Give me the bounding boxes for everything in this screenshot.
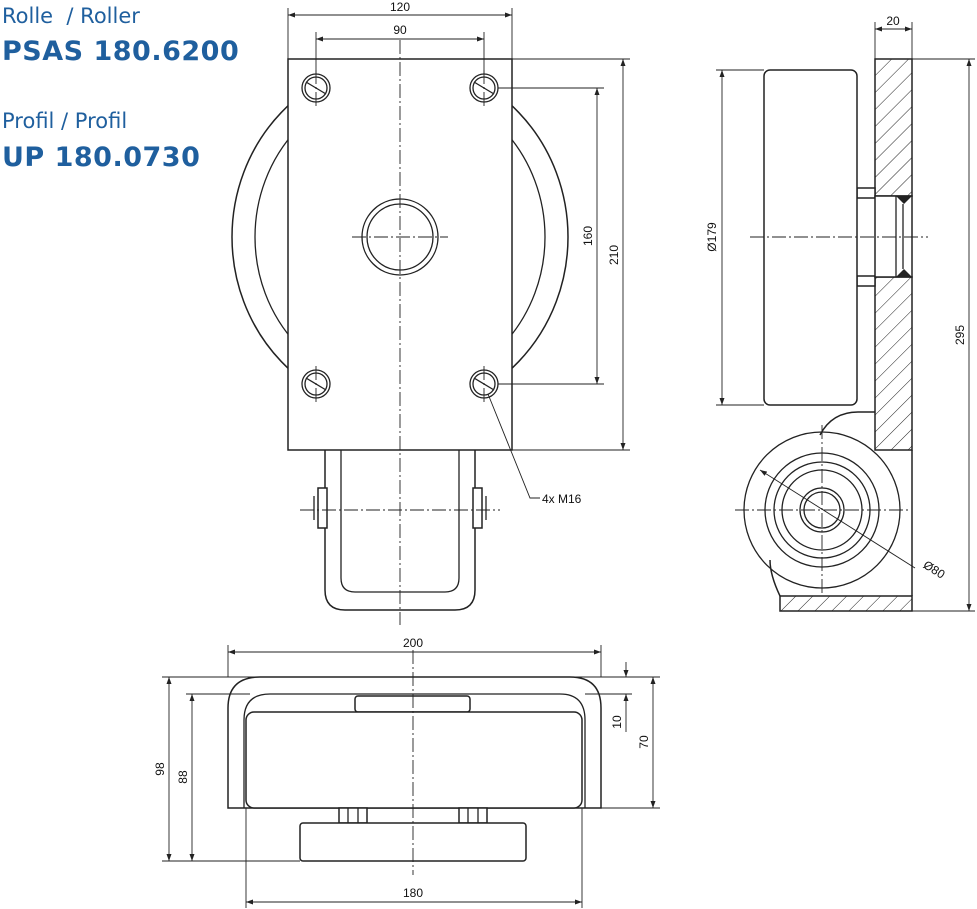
dim-wheel-diameter: Ø179 <box>705 222 719 252</box>
dim-plate-height: 210 <box>607 245 621 265</box>
dim-fork-width: 200 <box>403 636 423 650</box>
axle-nut-right <box>472 487 483 529</box>
roller-article-number: PSAS 180.6200 <box>2 36 240 67</box>
bolt-callout: 4x M16 <box>542 492 582 506</box>
dim-inner-height: 88 <box>176 770 190 784</box>
dim-height: 70 <box>637 735 651 749</box>
dim-gap: 10 <box>610 715 624 729</box>
dim-hole-spacing-x: 90 <box>393 23 407 37</box>
profile-section-lower <box>874 276 913 451</box>
dim-profile-thickness: 20 <box>886 14 900 28</box>
profile-base <box>779 595 913 612</box>
dim-guide-roller-diameter: Ø80 <box>921 558 948 582</box>
dim-total-height: 295 <box>953 325 967 345</box>
wheel-bottom <box>245 711 583 809</box>
profile-section-upper <box>874 58 913 197</box>
dim-plate-width: 120 <box>390 0 410 14</box>
side-view: Ø80 20 Ø179 295 <box>705 14 975 612</box>
wheel-side <box>763 69 858 406</box>
profile-label: Profil / Profil <box>2 109 128 133</box>
dim-bottom-total-height: 98 <box>153 762 167 776</box>
bottom-view: 200 180 98 88 10 70 <box>153 636 660 908</box>
axle-nut-left <box>317 487 328 529</box>
dim-wheel-width: 180 <box>403 886 423 900</box>
front-view: 120 90 160 210 4x M16 <box>231 0 630 625</box>
profile-article-number: UP 180.0730 <box>2 142 201 173</box>
dim-hole-spacing-y: 160 <box>581 226 595 246</box>
roller-label: Rolle / Roller <box>2 4 140 28</box>
fork-outline <box>324 450 476 611</box>
